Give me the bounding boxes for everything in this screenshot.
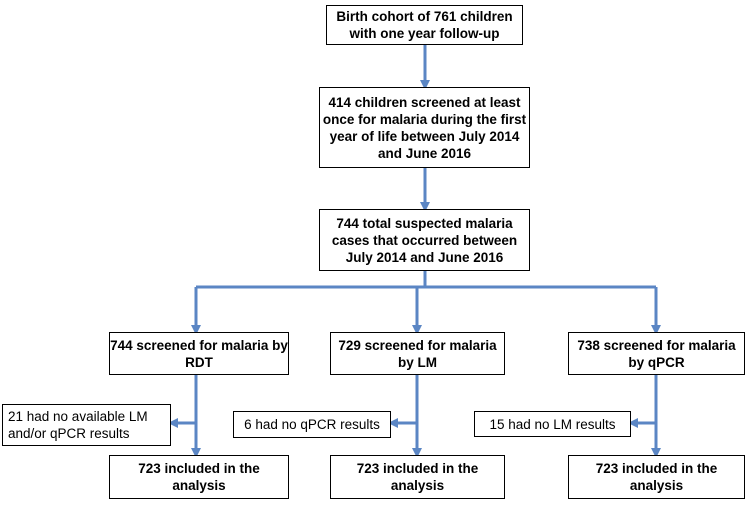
lm-screened-box: 729 screened for malaria by LM [330,332,505,375]
qpcr-included-box: 723 included in the analysis [568,455,745,499]
rdt-screened-box: 744 screened for malaria by RDT [109,332,289,375]
screened-children-text: 414 children screened at least once for … [322,94,527,161]
cohort-box: Birth cohort of 761 children with one ye… [326,5,523,45]
lm-included-box: 723 included in the analysis [330,455,505,499]
screened-children-box: 414 children screened at least once for … [319,87,530,168]
rdt-included-text: 723 included in the analysis [138,461,260,493]
lm-screened-text: 729 screened for malaria by LM [338,337,497,370]
qpcr-screened-text: 738 screened for malaria by qPCR [577,337,736,370]
cohort-text: Birth cohort of 761 children with one ye… [336,9,513,41]
rdt-included-box: 723 included in the analysis [109,455,289,499]
suspected-cases-box: 744 total suspected malaria cases that o… [319,209,530,271]
qpcr-excluded-text: 15 had no LM results [489,416,616,432]
rdt-excluded-text: 21 had no available LM and/or qPCR resul… [8,409,148,441]
lm-excluded-box: 6 had no qPCR results [233,411,391,438]
qpcr-screened-box: 738 screened for malaria by qPCR [568,332,745,375]
suspected-cases-text: 744 total suspected malaria cases that o… [331,215,518,265]
lm-excluded-text: 6 had no qPCR results [244,417,380,432]
qpcr-included-text: 723 included in the analysis [595,461,718,493]
lm-included-text: 723 included in the analysis [356,461,479,493]
qpcr-excluded-box: 15 had no LM results [474,411,631,437]
rdt-screened-text: 744 screened for malaria by RDT [110,337,288,370]
rdt-excluded-box: 21 had no available LM and/or qPCR resul… [2,404,171,446]
